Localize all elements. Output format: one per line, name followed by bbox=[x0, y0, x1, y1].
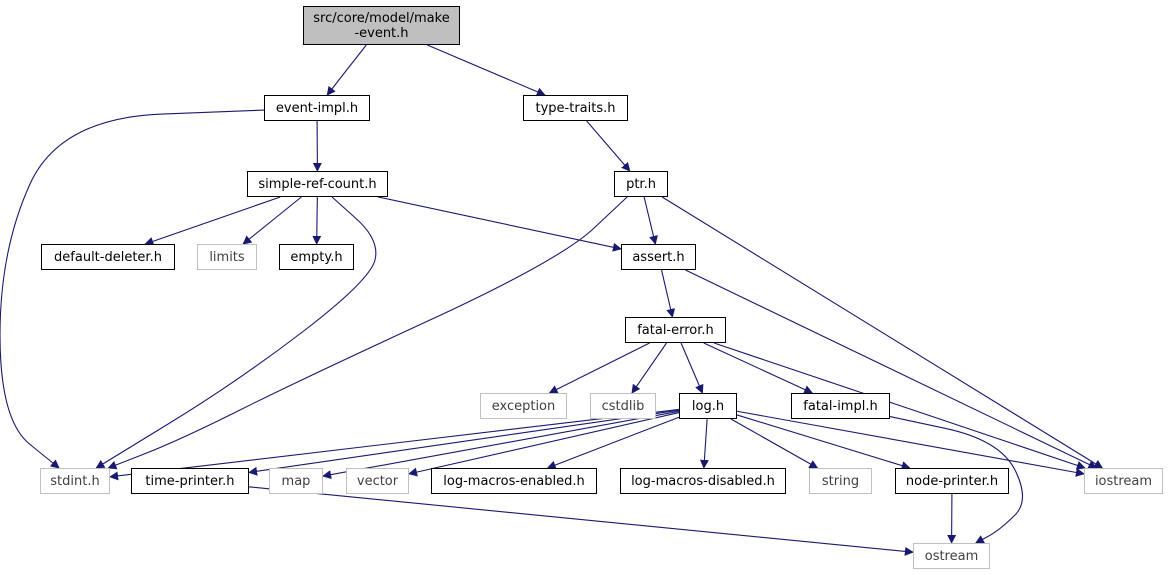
edge-simple-ref-count-to-stdint bbox=[95, 196, 377, 469]
node-map: map bbox=[269, 468, 323, 494]
edge-simple-ref-count-to-limits bbox=[242, 196, 302, 245]
node-type-traits-h[interactable]: type-traits.h bbox=[523, 95, 628, 121]
edge-log-to-node-printer bbox=[736, 414, 911, 470]
root-node-label-line1: src/core/model/make bbox=[313, 10, 450, 26]
edge-ptr-to-assert bbox=[643, 196, 658, 245]
node-time-printer-h[interactable]: time-printer.h bbox=[131, 468, 249, 494]
edge-log-to-log-macros-enabled bbox=[546, 416, 680, 470]
edge-log-to-iostream bbox=[736, 410, 1085, 477]
edge-assert-to-iostream bbox=[685, 269, 1098, 469]
node-iostream: iostream bbox=[1084, 468, 1163, 494]
edge-log-to-string bbox=[730, 418, 819, 469]
edge-simple-ref-count-to-empty bbox=[312, 196, 322, 245]
root-node-label-line2: -event.h bbox=[354, 25, 409, 41]
node-ptr-h[interactable]: ptr.h bbox=[614, 171, 668, 197]
node-default-deleter-h[interactable]: default-deleter.h bbox=[41, 244, 175, 270]
node-fatal-impl-h[interactable]: fatal-impl.h bbox=[791, 393, 890, 419]
edge-fatal-error-to-fatal-impl bbox=[703, 342, 814, 394]
edge-time-printer-to-ostream bbox=[248, 486, 914, 556]
edge-fatal-error-to-cstdlib bbox=[631, 342, 667, 394]
node-cstdlib: cstdlib bbox=[590, 393, 656, 419]
edge-fatal-error-to-exception bbox=[548, 342, 650, 394]
node-assert-h[interactable]: assert.h bbox=[621, 244, 696, 270]
edge-fatal-impl-to-ostream bbox=[889, 416, 1024, 544]
edge-event-impl-to-stdint bbox=[0, 109, 265, 469]
edge-root-to-type-traits bbox=[427, 44, 546, 96]
node-string: string bbox=[809, 468, 872, 494]
edge-simple-ref-count-to-default-deleter bbox=[144, 196, 281, 246]
node-ostream: ostream bbox=[913, 543, 990, 569]
node-exception: exception bbox=[480, 393, 567, 419]
edge-ptr-to-iostream bbox=[661, 196, 1104, 469]
node-log-h[interactable]: log.h bbox=[679, 393, 737, 419]
node-node-printer-h[interactable]: node-printer.h bbox=[895, 468, 1009, 494]
node-log-macros-enabled-h[interactable]: log-macros-enabled.h bbox=[431, 468, 597, 494]
edge-log-to-log-macros-disabled bbox=[699, 418, 709, 469]
edge-ptr-to-stdint bbox=[107, 196, 628, 470]
edge-type-traits-to-ptr bbox=[586, 120, 631, 172]
node-limits: limits bbox=[197, 244, 257, 270]
edge-root-to-event-impl bbox=[326, 44, 367, 96]
edge-log-to-stdint bbox=[109, 408, 680, 481]
edge-assert-to-fatal-error bbox=[660, 269, 676, 318]
node-event-impl-h[interactable]: event-impl.h bbox=[264, 95, 370, 121]
root-node-make-event-h: src/core/model/make -event.h bbox=[303, 6, 460, 45]
edge-log-to-map bbox=[322, 410, 680, 480]
node-empty-h[interactable]: empty.h bbox=[279, 244, 354, 270]
node-fatal-error-h[interactable]: fatal-error.h bbox=[625, 317, 726, 343]
edge-log-to-vector bbox=[408, 412, 680, 477]
node-vector: vector bbox=[346, 468, 409, 494]
edge-fatal-error-to-iostream bbox=[713, 342, 1086, 470]
node-simple-ref-count-h[interactable]: simple-ref-count.h bbox=[247, 171, 388, 197]
node-stdint-h: stdint.h bbox=[40, 468, 110, 494]
edge-log-to-time-printer bbox=[248, 409, 680, 476]
edge-fatal-error-to-log bbox=[680, 342, 704, 394]
edge-simple-ref-count-to-assert bbox=[378, 196, 622, 252]
node-log-macros-disabled-h[interactable]: log-macros-disabled.h bbox=[620, 468, 786, 494]
